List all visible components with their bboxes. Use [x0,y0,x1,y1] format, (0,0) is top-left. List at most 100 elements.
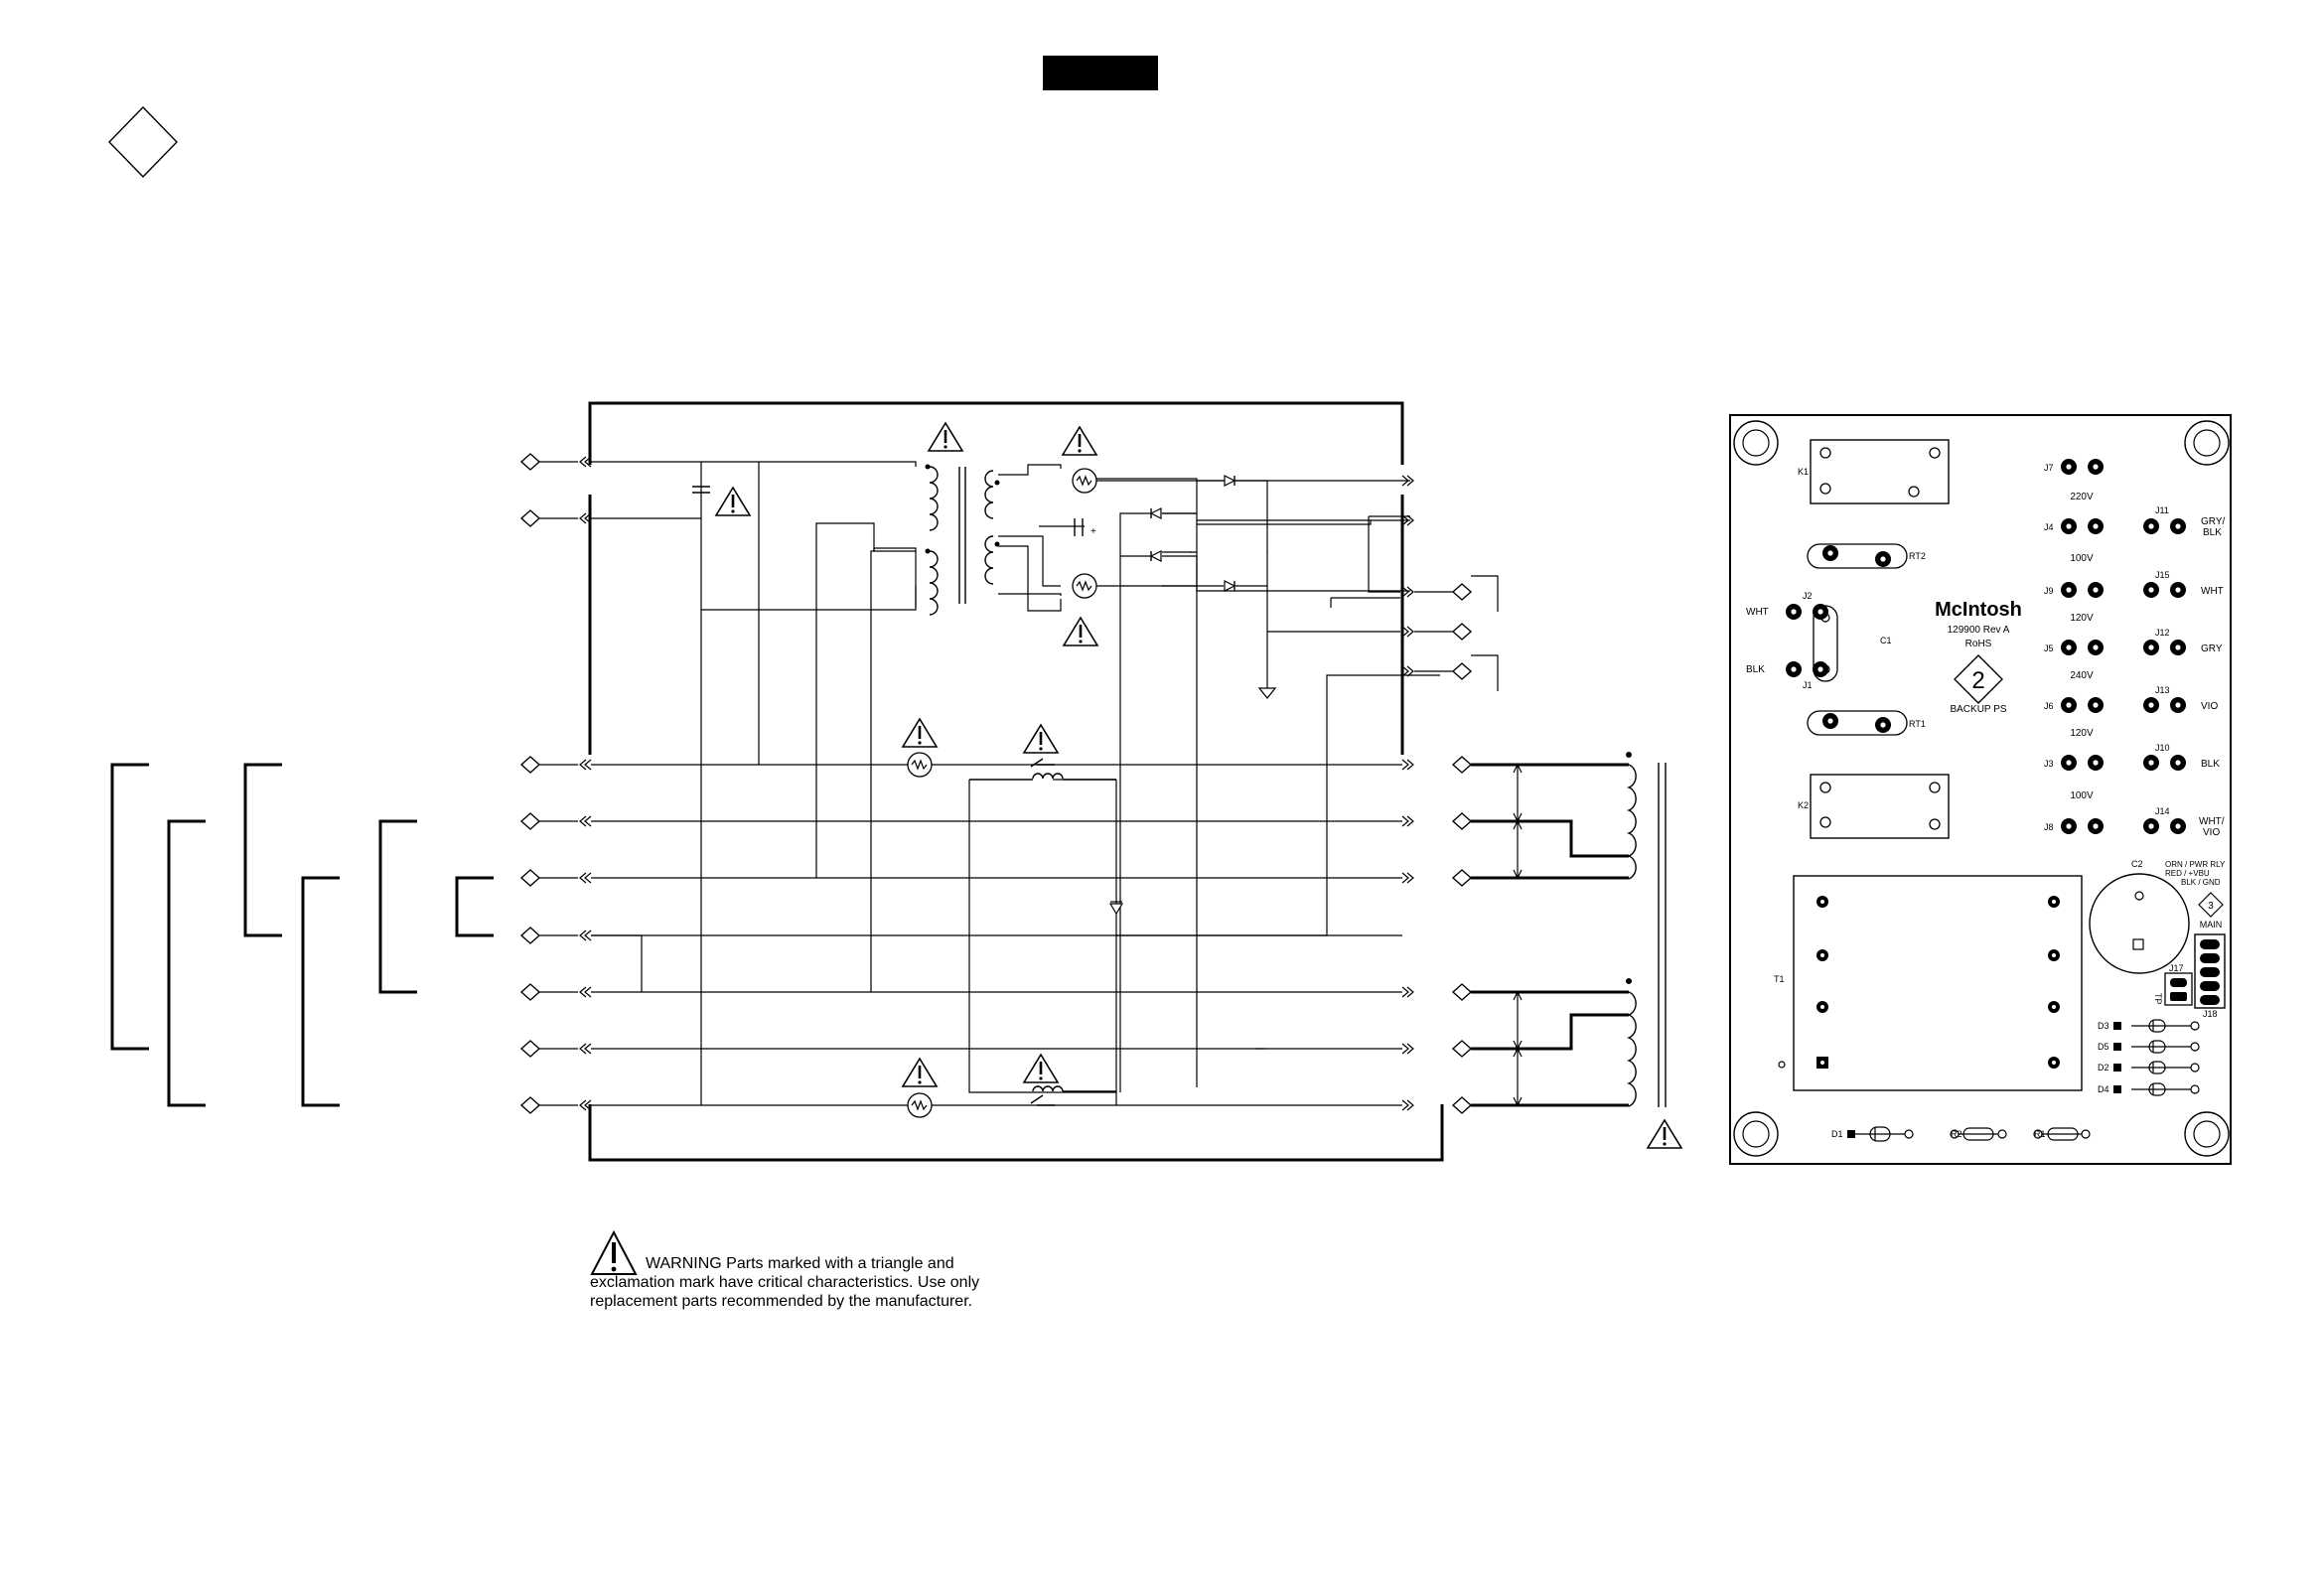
main-transformer-wires [1471,763,1629,1107]
rohs-label: RoHS [1965,639,1992,649]
title-block [1043,56,1158,90]
voltage-120: 120V [2070,613,2094,624]
caution-icon [927,421,964,453]
color-gry-blk-2: BLK [2203,527,2222,538]
wiring [591,461,1440,1106]
ref-c2: C2 [2131,859,2143,869]
caution-icon [901,717,939,749]
ref-j5: J5 [2044,644,2054,653]
main-transformer [1626,763,1667,1107]
color-vio: VIO [2201,701,2218,712]
thermistor-mid [907,752,933,778]
thermistor-top [1072,468,1097,494]
main-label: MAIN [2200,920,2223,930]
color-wht-vio-1: WHT/ [2199,816,2225,827]
right-top-stubs [1330,575,1499,691]
sheet-marker-diamond [108,105,178,179]
harness-frame [588,401,1444,1162]
ref-j8: J8 [2044,822,2054,832]
voltage-arrows [1513,763,1523,1107]
ref-tp: TP [2153,993,2163,1005]
svg-text:+: + [1090,526,1096,537]
warning-text: WARNING Parts marked with a triangle and… [590,1255,980,1310]
ref-d1: D1 [1831,1129,1843,1139]
ref-j1: J1 [1803,680,1813,690]
ref-d3: D3 [2098,1021,2109,1031]
ref-j6: J6 [2044,701,2054,711]
caution-icon [1061,425,1098,457]
pcb-text: McIntosh 129900 Rev A RoHS 2 BACKUP PS 3… [1746,463,2226,1139]
rectifier-links [1090,480,1267,1092]
ref-j2: J2 [1803,591,1813,601]
ref-j13: J13 [2155,685,2170,695]
transformer-dots [1626,752,1632,984]
ref-k1: K1 [1798,467,1809,477]
ref-r2: R2 [1951,1129,1962,1139]
ref-rt1: RT1 [1909,719,1926,729]
wire-label-wht: WHT [1746,607,1769,618]
warning-note: WARNING Parts marked with a triangle and… [590,1230,1007,1311]
pcb-layout [1729,414,2232,1165]
input-capacitor [692,486,710,494]
right-top-connectors [1401,475,1472,680]
left-terminal-stubs [539,461,578,1106]
caution-icon [1022,1053,1060,1084]
caution-icon [1022,723,1060,755]
ref-t1: T1 [1774,974,1785,984]
color-gry-blk-1: GRY/ [2201,516,2225,527]
board-badge-number: 2 [1971,667,1984,694]
caution-icon [590,1230,638,1275]
color-gry: GRY [2201,644,2223,654]
part-number: 129900 Rev A [1948,625,2010,636]
ref-d2: D2 [2098,1063,2109,1072]
rectifier-diode [1224,580,1235,592]
ref-d5: D5 [2098,1042,2109,1052]
ref-j15: J15 [2155,570,2170,580]
logo: McIntosh [1935,599,2022,621]
primary-transformer [929,466,994,616]
relay-diode [1108,901,1124,916]
connector-legend-3: BLK / GND [2181,878,2221,887]
thermistor-low [907,1092,933,1118]
wire-label-blk: BLK [1746,664,1765,675]
color-wht-vio-2: VIO [2203,827,2220,838]
ref-j14: J14 [2155,806,2170,816]
ref-k2: K2 [1798,800,1809,810]
board-name: BACKUP PS [1950,704,2006,715]
ref-j18: J18 [2203,1009,2218,1019]
main-badge-number: 3 [2208,901,2214,912]
ref-j10: J10 [2155,743,2170,753]
rectifier-diode [1150,507,1162,519]
color-blk: BLK [2201,759,2220,770]
caution-icon [1062,616,1099,647]
ref-j3: J3 [2044,759,2054,769]
ref-c1: C1 [1880,636,1892,645]
right-bottom-connectors [1401,756,1472,1114]
ref-r1: R1 [2034,1129,2046,1139]
ref-d4: D4 [2098,1084,2109,1094]
connector-legend-1: ORN / PWR RLY [2165,860,2226,869]
relay-contacts [969,758,1116,1106]
ref-j9: J9 [2044,586,2054,596]
ref-j11: J11 [2155,505,2169,515]
thermistor-bottom [1072,573,1097,599]
connector-legend-2: RED / +VBU [2165,869,2210,878]
transformer-dots [925,464,1000,554]
caution-icon [1646,1118,1683,1150]
ref-j4: J4 [2044,522,2054,532]
color-wht: WHT [2201,586,2224,597]
capacitor-top: + [1074,518,1096,537]
voltage-220: 220V [2070,492,2094,502]
voltage-100: 100V [2070,553,2094,564]
left-terminals [520,453,592,1114]
caution-icon [901,1057,939,1088]
voltage-100b: 100V [2070,790,2094,801]
caution-icon [714,486,752,517]
harness-brackets [110,763,494,1107]
ref-j17: J17 [2169,963,2184,973]
ref-j7: J7 [2044,463,2054,473]
ground-symbol [1257,685,1277,699]
voltage-120b: 120V [2070,728,2094,739]
voltage-240: 240V [2070,670,2094,681]
